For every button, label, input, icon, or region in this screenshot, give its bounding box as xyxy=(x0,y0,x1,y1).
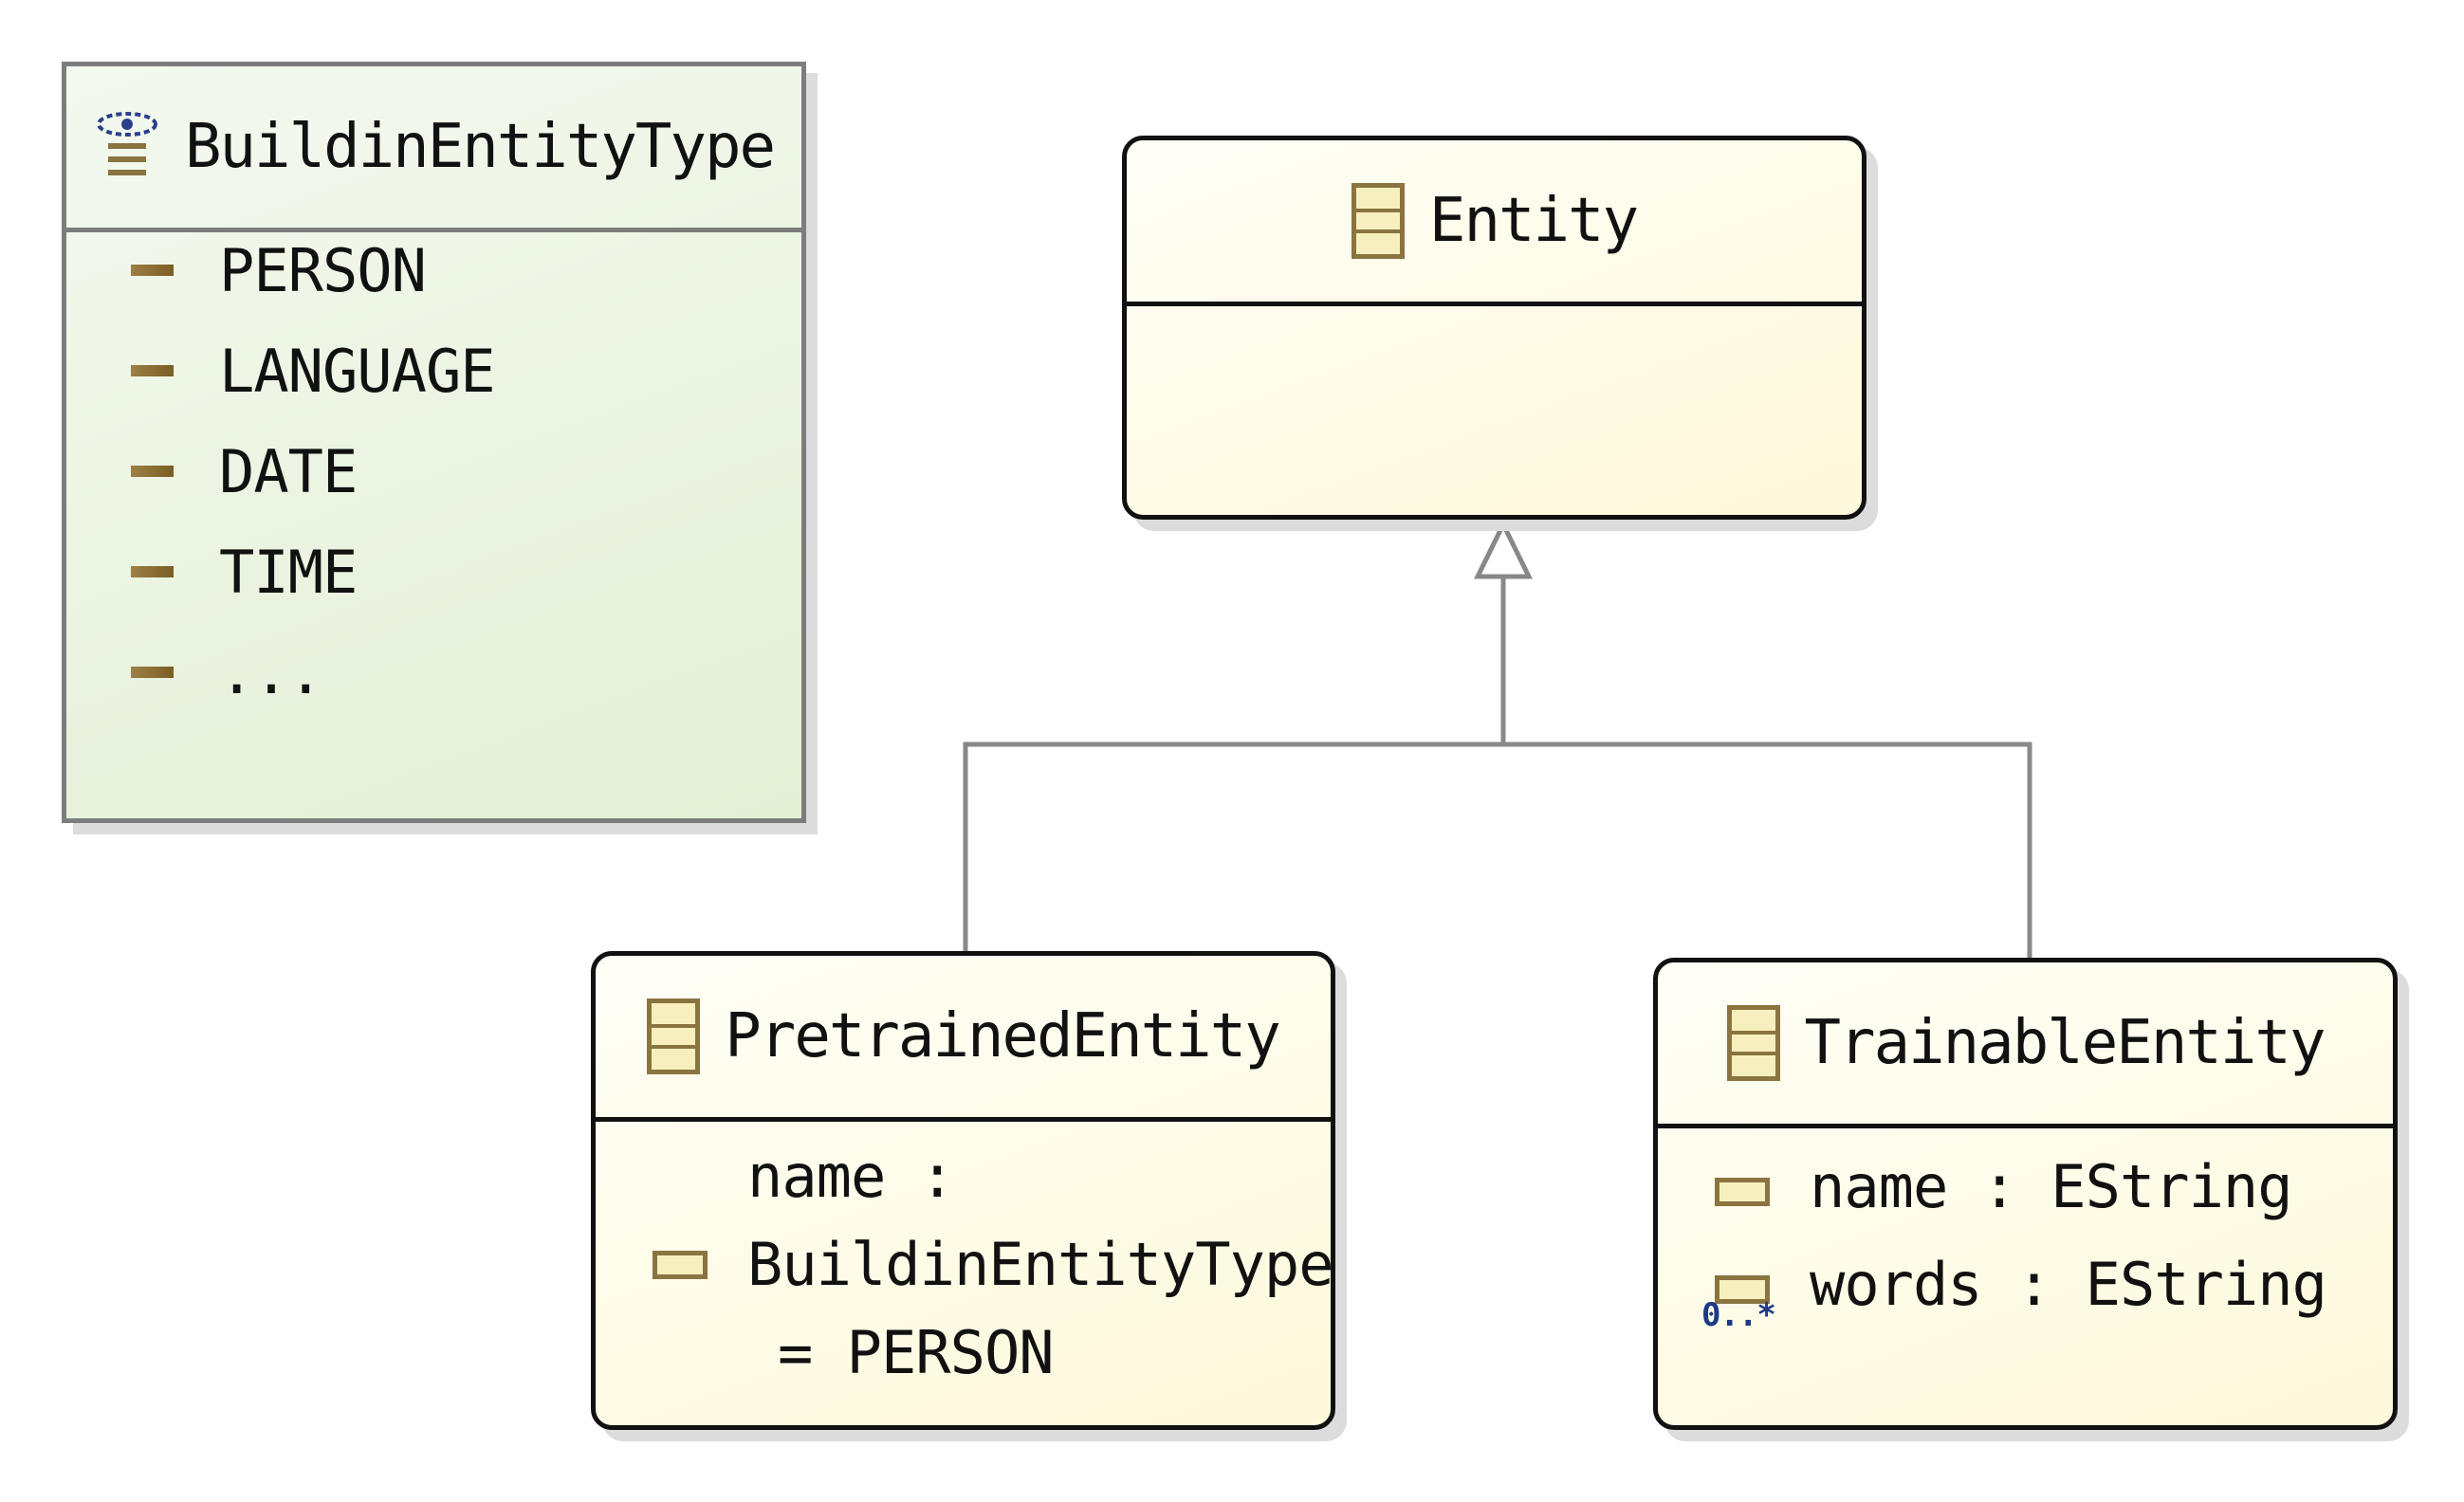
enum-literal[interactable]: ... xyxy=(131,634,323,710)
enum-literal[interactable]: DATE xyxy=(131,433,358,509)
class-icon xyxy=(1726,1005,1780,1081)
literal-icon xyxy=(131,365,174,376)
attribute-icon xyxy=(653,1251,708,1279)
edge-trainable-to-entity[interactable] xyxy=(1503,742,2032,958)
class-pretrained-header: PretrainedEntity xyxy=(596,956,1331,1122)
attribute-icon xyxy=(1715,1275,1770,1304)
multiplicity-badge: 0..* xyxy=(1701,1296,1776,1334)
literal-label: PERSON xyxy=(219,235,427,305)
literal-label: DATE xyxy=(219,436,358,506)
attribute-line[interactable]: = PERSON xyxy=(778,1318,1055,1387)
attribute-icon xyxy=(1715,1178,1770,1206)
class-trainableentity[interactable]: TrainableEntity name : EString 0..* word… xyxy=(1653,958,2398,1430)
attribute-words[interactable]: words : EString xyxy=(1810,1250,2327,1319)
class-pretrainedentity[interactable]: PretrainedEntity name : BuildinEntityTyp… xyxy=(591,951,1335,1430)
class-icon xyxy=(647,998,701,1074)
literal-icon xyxy=(131,566,174,577)
enum-literal[interactable]: PERSON xyxy=(131,232,427,308)
attribute-line[interactable]: BuildinEntityType xyxy=(747,1230,1334,1299)
enum-literal[interactable]: LANGUAGE xyxy=(131,333,496,409)
literal-label: LANGUAGE xyxy=(219,336,496,406)
generalization-arrowhead xyxy=(1473,519,1534,579)
class-pretrained-name: PretrainedEntity xyxy=(725,1001,1280,1072)
class-entity-header: Entity xyxy=(1127,140,1862,306)
literal-label: TIME xyxy=(219,537,358,607)
literal-label: ... xyxy=(219,637,323,707)
enumeration-icon xyxy=(94,109,160,185)
literal-icon xyxy=(131,466,174,477)
edge-pretrained-to-entity[interactable] xyxy=(963,577,1506,951)
literal-icon xyxy=(131,265,174,276)
enum-buildinentitytype[interactable]: BuildinEntityType PERSON LANGUAGE DATE T… xyxy=(62,62,806,823)
class-trainable-name: TrainableEntity xyxy=(1804,1008,2326,1078)
class-icon xyxy=(1351,183,1405,259)
class-entity[interactable]: Entity xyxy=(1122,136,1866,520)
enum-name: BuildinEntityType xyxy=(184,112,776,182)
enum-header: BuildinEntityType xyxy=(66,66,801,232)
literal-icon xyxy=(131,667,174,678)
class-trainable-header: TrainableEntity xyxy=(1658,962,2393,1128)
class-entity-name: Entity xyxy=(1428,186,1639,256)
attribute-line[interactable]: name : xyxy=(747,1142,955,1211)
attribute-name[interactable]: name : EString xyxy=(1810,1152,2293,1221)
enum-literal[interactable]: TIME xyxy=(131,534,358,610)
